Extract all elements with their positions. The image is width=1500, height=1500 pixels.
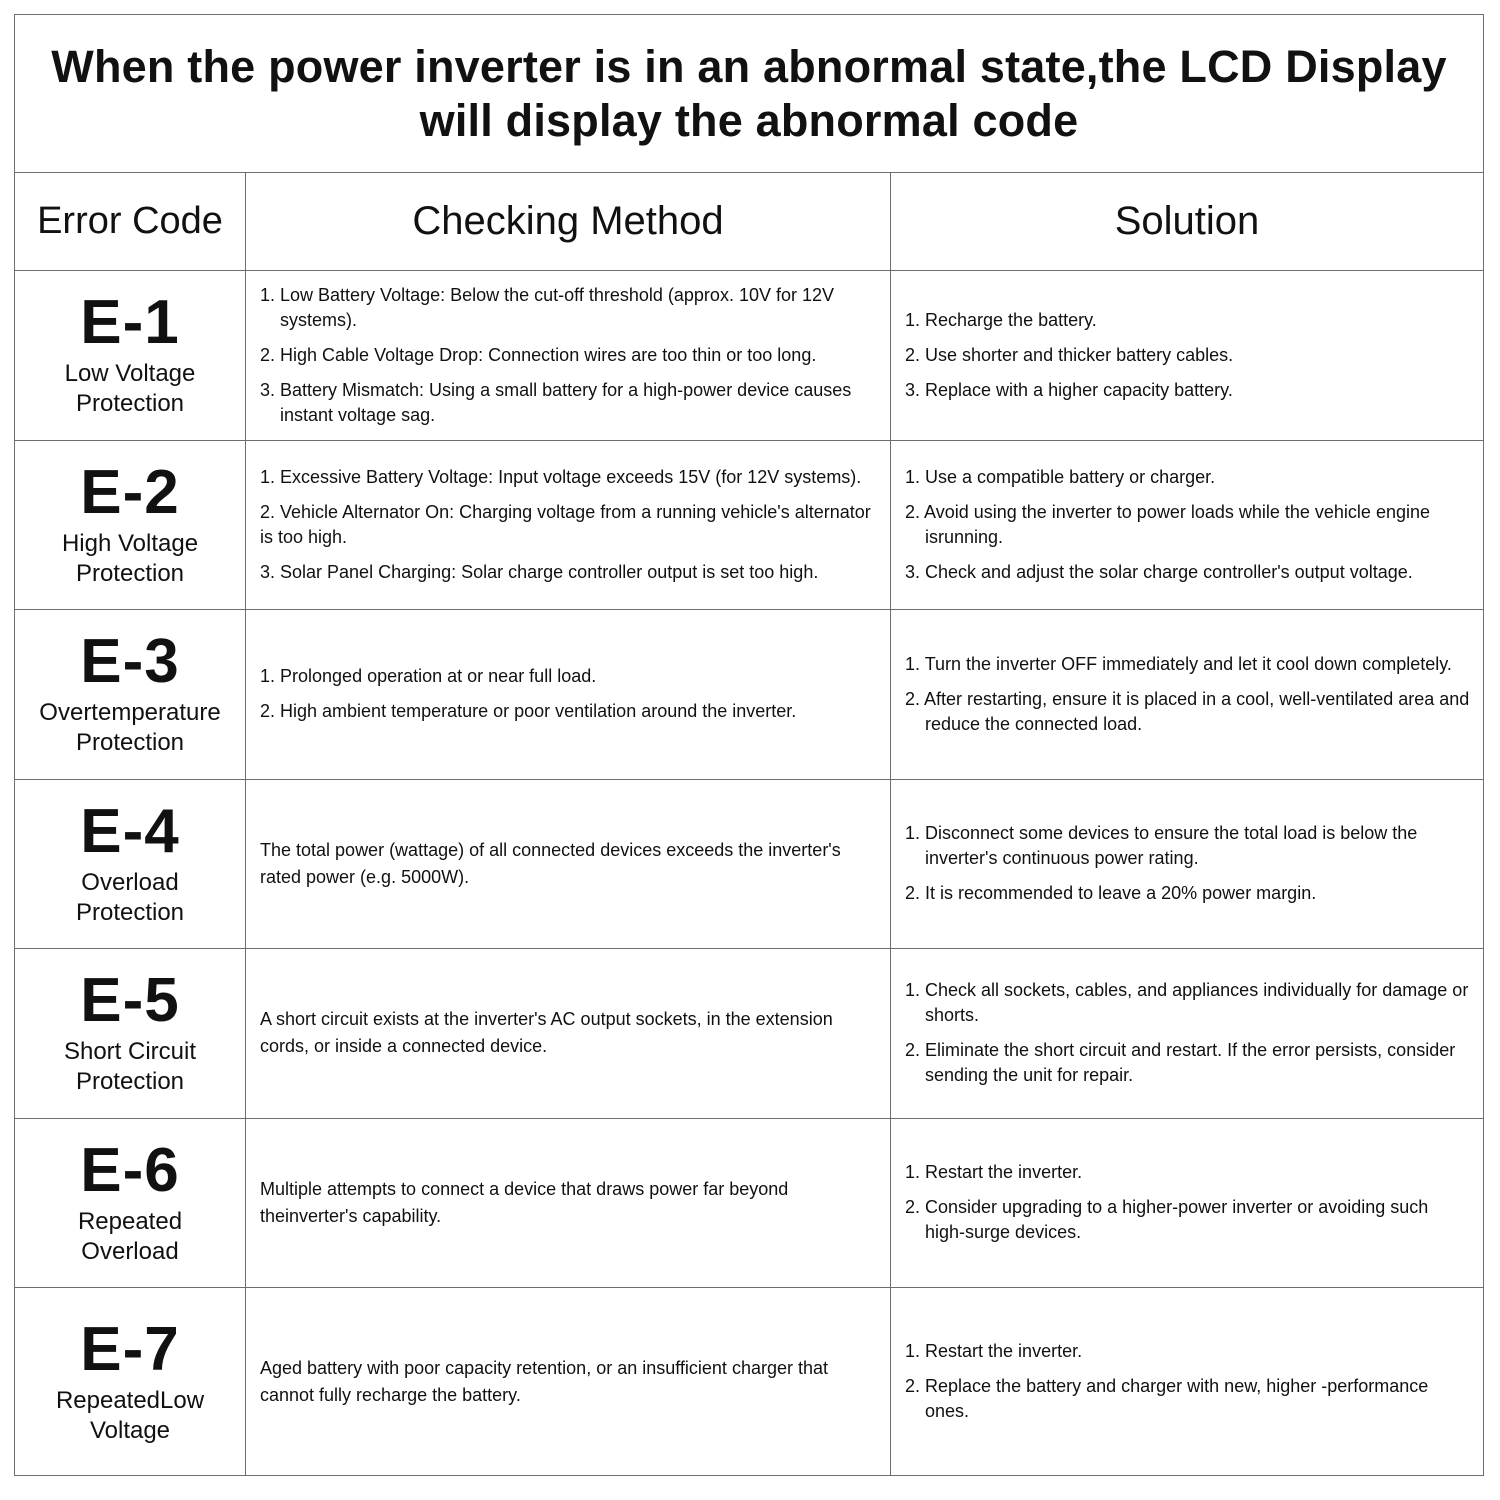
error-name-line-1: Low Voltage — [64, 360, 196, 388]
error-name-line-2: Protection — [75, 1068, 185, 1096]
title-line-1: When the power inverter is in an abnorma… — [51, 40, 1447, 92]
code-cell-e4: E-4 Overload Protection — [15, 779, 246, 949]
error-code: E-7 — [80, 1314, 180, 1384]
code-cell-e1: E-1 Low Voltage Protection — [15, 271, 246, 441]
solution-item: 2. Eliminate the short circuit and resta… — [905, 1040, 1456, 1086]
solution-item: 1. Recharge the battery. — [905, 309, 1097, 330]
checking-cell-e3: 1. Prolonged operation at or near full l… — [246, 610, 891, 780]
checking-item: 2. Vehicle Alternator On: Charging volta… — [260, 501, 871, 547]
error-code-table-frame: When the power inverter is in an abnorma… — [14, 14, 1484, 1476]
checking-item: 3. Battery Mismatch: Using a small batte… — [260, 379, 852, 425]
header-checking-method-label: Checking Method — [412, 199, 724, 243]
solution-item: 2. After restarting, ensure it is placed… — [905, 688, 1470, 734]
code-cell-e7: E-7 RepeatedLow Voltage — [15, 1288, 246, 1475]
checking-cell-e2: 1. Excessive Battery Voltage: Input volt… — [246, 440, 891, 610]
error-name-line-1: Overtemperature — [39, 699, 221, 727]
error-code: E-4 — [80, 796, 180, 866]
error-name: Short Circuit Protection — [64, 1037, 196, 1097]
checking-item: 1. Excessive Battery Voltage: Input volt… — [260, 466, 862, 487]
checking-cell-e4: The total power (wattage) of all connect… — [246, 779, 891, 949]
solution-item: 2. Avoid using the inverter to power loa… — [905, 501, 1430, 547]
code-cell-e2: E-2 High Voltage Protection — [15, 440, 246, 610]
error-name-line-1: High Voltage — [61, 529, 199, 557]
error-name-line-1: Short Circuit — [63, 1038, 197, 1066]
solution-item: 2. Consider upgrading to a higher-power … — [905, 1197, 1429, 1243]
checking-item: 2. High Cable Voltage Drop: Connection w… — [260, 344, 817, 365]
solution-item: 1. Turn the inverter OFF immediately and… — [905, 653, 1452, 674]
solution-cell-e4: 1. Disconnect some devices to ensure the… — [891, 780, 1483, 949]
error-name-line-1: Repeated — [77, 1207, 183, 1235]
solution-item: 1. Disconnect some devices to ensure the… — [905, 823, 1418, 869]
checking-cell-e7: Aged battery with poor capacity retentio… — [246, 1288, 891, 1475]
title-box: When the power inverter is in an abnorma… — [15, 15, 1483, 173]
error-name-line-1: Overload — [81, 868, 179, 896]
header-solution-label: Solution — [1114, 199, 1260, 243]
code-cell-e3: E-3 Overtemperature Protection — [15, 610, 246, 780]
checking-cell-e6: Multiple attempts to connect a device th… — [246, 1118, 891, 1288]
error-name: RepeatedLow Voltage — [56, 1386, 204, 1446]
error-name-line-2: Overload — [81, 1237, 179, 1265]
header-solution: Solution — [891, 173, 1483, 271]
checking-cell-e5: A short circuit exists at the inverter's… — [246, 949, 891, 1119]
title-line-2: will display the abnormal code — [419, 94, 1079, 146]
solution-item: 1. Restart the inverter. — [905, 1162, 1083, 1183]
error-name-line-2: Voltage — [89, 1416, 171, 1444]
code-cell-e5: E-5 Short Circuit Protection — [15, 949, 246, 1119]
checking-text: A short circuit exists at the inverter's… — [260, 1009, 833, 1057]
error-code: E-1 — [80, 288, 180, 358]
error-name-line-2: Protection — [75, 390, 185, 418]
error-name: High Voltage Protection — [62, 529, 198, 589]
error-name-line-2: Protection — [75, 729, 185, 757]
solution-item: 1. Check all sockets, cables, and applia… — [905, 980, 1469, 1026]
solution-item: 3. Check and adjust the solar charge con… — [905, 561, 1413, 582]
page-title: When the power inverter is in an abnorma… — [51, 40, 1446, 148]
solution-cell-e6: 1. Restart the inverter. 2. Consider upg… — [891, 1119, 1483, 1288]
solution-cell-e7: 1. Restart the inverter. 2. Replace the … — [891, 1288, 1483, 1475]
error-code: E-6 — [80, 1135, 180, 1205]
checking-cell-e1: 1. Low Battery Voltage: Below the cut-of… — [246, 271, 891, 441]
solution-item: 1. Use a compatible battery or charger. — [905, 466, 1216, 487]
checking-item: 1. Prolonged operation at or near full l… — [260, 666, 597, 687]
header-checking-method: Checking Method — [246, 173, 891, 271]
solution-item: 2. Use shorter and thicker battery cable… — [905, 344, 1234, 365]
checking-text: Aged battery with poor capacity retentio… — [260, 1357, 828, 1405]
checking-text: The total power (wattage) of all connect… — [260, 839, 841, 887]
error-name-line-2: Protection — [75, 559, 185, 587]
solution-item: 2. It is recommended to leave a 20% powe… — [905, 883, 1317, 904]
checking-item: 3. Solar Panel Charging: Solar charge co… — [260, 561, 819, 582]
error-code-table: Error Code Checking Method Solution E-1 … — [15, 173, 1483, 1475]
solution-cell-e3: 1. Turn the inverter OFF immediately and… — [891, 610, 1483, 780]
checking-text: Multiple attempts to connect a device th… — [260, 1178, 789, 1226]
header-error-code-label: Error Code — [37, 200, 223, 242]
error-name: Low Voltage Protection — [65, 359, 196, 419]
solution-cell-e1: 1. Recharge the battery. 2. Use shorter … — [891, 271, 1483, 441]
error-name: Repeated Overload — [78, 1207, 182, 1267]
error-name: Overload Protection — [76, 868, 184, 928]
error-code: E-3 — [80, 627, 180, 697]
checking-item: 2. High ambient temperature or poor vent… — [260, 701, 797, 722]
solution-item: 1. Restart the inverter. — [905, 1341, 1083, 1361]
solution-cell-e2: 1. Use a compatible battery or charger. … — [891, 441, 1483, 610]
checking-item: 1. Low Battery Voltage: Below the cut-of… — [260, 284, 835, 330]
header-error-code: Error Code — [15, 173, 246, 271]
error-name: Overtemperature Protection — [39, 698, 220, 758]
solution-item: 2. Replace the battery and charger with … — [905, 1376, 1429, 1421]
error-code: E-2 — [80, 457, 180, 527]
error-code: E-5 — [80, 966, 180, 1036]
error-name-line-2: Protection — [75, 898, 185, 926]
solution-item: 3. Replace with a higher capacity batter… — [905, 379, 1233, 400]
solution-cell-e5: 1. Check all sockets, cables, and applia… — [891, 949, 1483, 1119]
code-cell-e6: E-6 Repeated Overload — [15, 1118, 246, 1288]
error-name-line-1: RepeatedLow — [55, 1386, 205, 1414]
